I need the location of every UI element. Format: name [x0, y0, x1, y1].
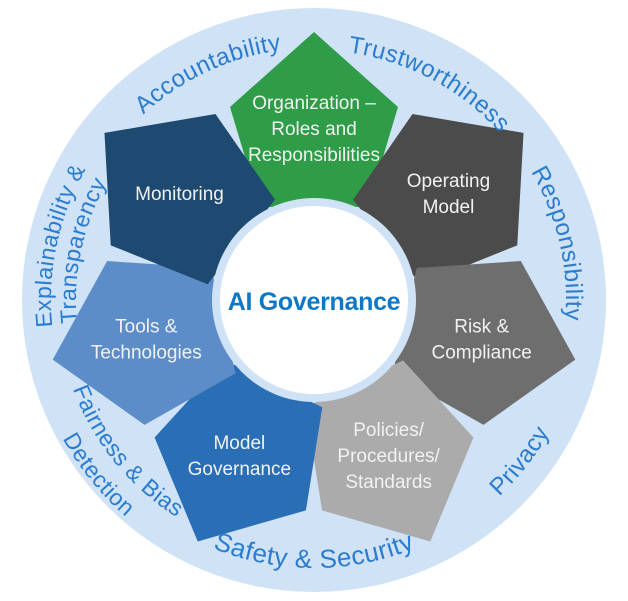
petal-label-line: Procedures/: [337, 446, 440, 467]
petal-label-line: Governance: [188, 459, 292, 480]
petal-label-line: Technologies: [91, 342, 202, 363]
petal-organization-roles-and-responsibilities: [230, 32, 398, 207]
petal-risk-compliance: [392, 261, 576, 425]
petal-label-policies-procedures-standards: Policies/Procedures/Standards: [337, 420, 440, 493]
petal-label-line: Policies/: [353, 420, 424, 441]
center-circle: [220, 206, 408, 394]
petal-label-line: Risk &: [454, 316, 509, 337]
petal-label-line: Organization –: [252, 93, 376, 114]
petal-label-tools-technologies: Tools & Technologies: [91, 316, 202, 363]
petal-label-line: Tools &: [115, 316, 178, 337]
petal-label-line: Roles and: [271, 119, 357, 140]
petal-label-line: Standards: [345, 472, 432, 493]
petal-label-line: Model: [423, 197, 475, 218]
petal-model-governance: [154, 360, 323, 542]
petal-label-line: Model: [213, 433, 265, 454]
petal-label-line: Responsibilities: [248, 145, 380, 166]
petal-policies-procedures-standards: [305, 360, 474, 542]
petal-tools-technologies: [52, 261, 236, 425]
petal-label-line: Monitoring: [135, 184, 224, 205]
center-title: AI Governance: [228, 288, 401, 316]
petal-label-line: Operating: [407, 171, 490, 192]
petal-label-risk-compliance: Risk & Compliance: [432, 316, 532, 363]
petal-label-line: Compliance: [432, 342, 532, 363]
petal-label-monitoring: Monitoring: [135, 184, 224, 205]
